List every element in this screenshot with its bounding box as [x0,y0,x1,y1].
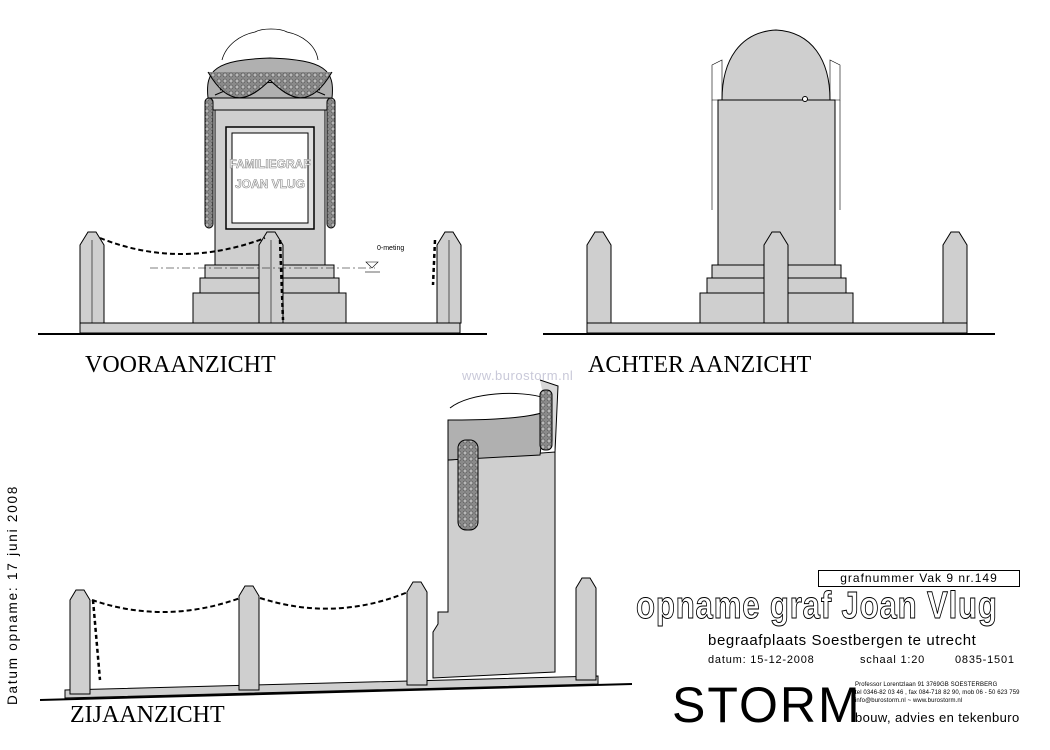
front-view: FAMILIEGRAF JOAN VLUG [38,28,487,335]
back-view-title: ACHTER AANZICHT [588,352,812,378]
back-view [543,29,995,335]
address-line-2: tel 0346-82 03 46 , fax 084-718 82 90, m… [855,690,1020,696]
survey-date: Datum opname: 17 juni 2008 [5,484,20,705]
front-pillar-middle [258,231,284,324]
drawing-title: opname graf Joan Vlug [636,585,998,628]
watermark: www.burostorm.nl [462,368,574,383]
brand-logo: STORM [672,677,862,733]
address-line-3: info@burostorm.nl ~ www.burostorm.nl [855,698,963,704]
drawing-date: datum: 15-12-2008 [708,654,815,666]
front-view-title: VOORAANZICHT [85,352,276,378]
grave-number: grafnummer Vak 9 nr.149 [818,570,1020,587]
drawing-code: 0835-1501 [955,654,1015,666]
inscription-line1: FAMILIEGRAF [229,157,310,171]
front-pillar-left [79,231,105,324]
inscription-line2: JOAN VLUG [235,177,305,191]
level-label: 0-meting [377,245,404,252]
company-tagline: bouw, advies en tekenburo [855,710,1020,725]
side-view [39,379,633,701]
address-line-1: Professor Lorentzlaan 91 3769GB SOESTERB… [855,682,998,688]
side-view-title: ZIJAANZICHT [70,702,225,728]
cemetery-name: begraafplaats Soestbergen te utrecht [708,632,977,649]
drawing-scale: schaal 1:20 [860,654,926,666]
front-pillar-right [436,231,462,324]
